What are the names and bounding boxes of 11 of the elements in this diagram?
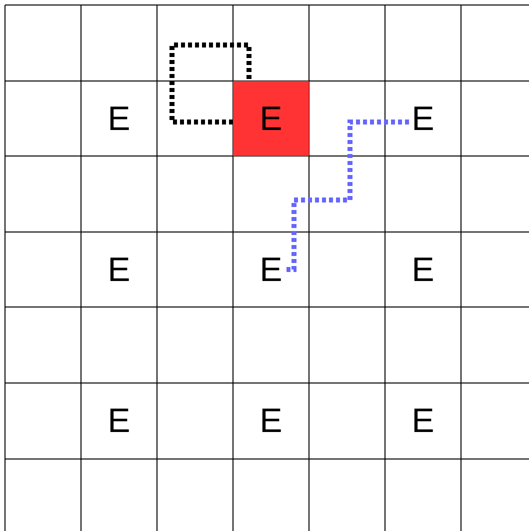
cell-letter: E (105, 252, 133, 288)
cell-letter: E (409, 100, 437, 136)
cell-letter: E (105, 100, 133, 136)
cell-letter: E (105, 403, 133, 439)
highlighted-cell: E (233, 81, 309, 156)
cell-letter: E (257, 403, 285, 439)
cell-letter: E (409, 403, 437, 439)
path-line (170, 42, 252, 124)
cell-letter: E (409, 252, 437, 288)
path-line (285, 120, 409, 272)
cell-letter: E (257, 252, 285, 288)
